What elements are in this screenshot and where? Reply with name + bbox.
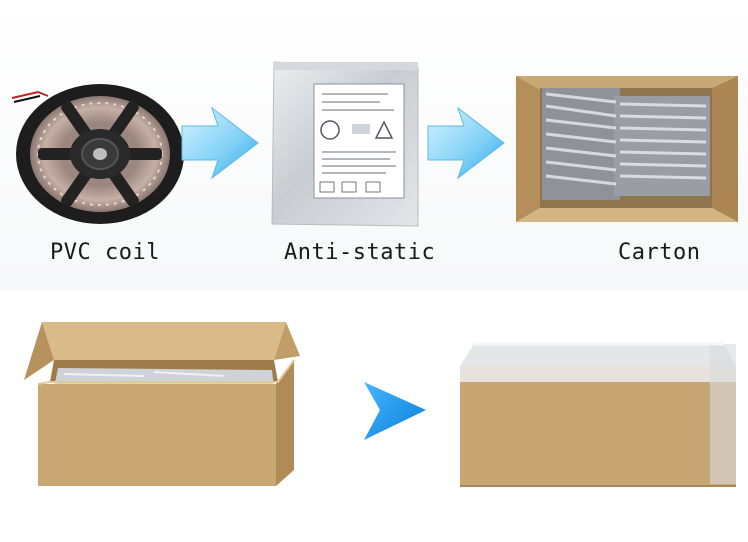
- pvc-coil-image: [8, 70, 188, 230]
- pvc-coil-label: PVC coil: [50, 240, 160, 265]
- carton-label: Carton: [618, 240, 701, 265]
- arrow-right-icon: [424, 104, 506, 182]
- arrow-right-icon: [178, 104, 260, 182]
- carton-with-bags-image: [516, 76, 738, 222]
- anti-static-bag-image: [268, 58, 424, 230]
- anti-static-label: Anti-static: [284, 240, 436, 265]
- triangle-arrow-icon: [362, 380, 428, 442]
- open-carton-image: [24, 320, 304, 490]
- sealed-carton-image: [454, 340, 742, 488]
